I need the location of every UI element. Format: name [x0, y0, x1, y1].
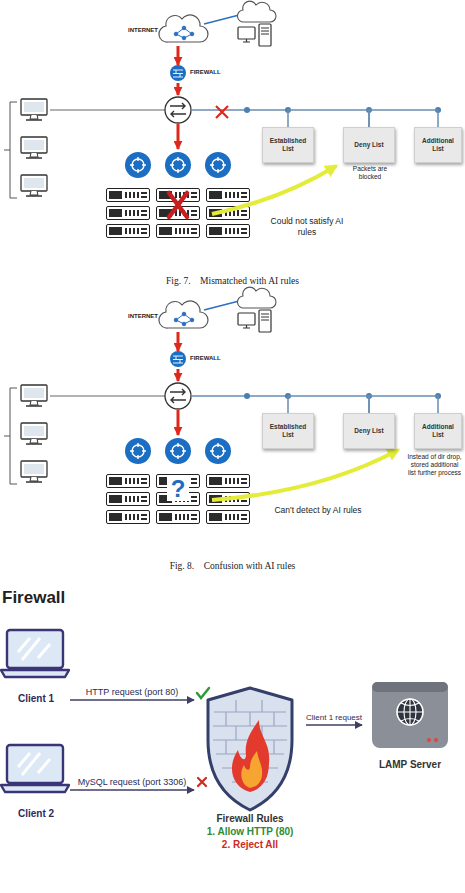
- server-node: LAMP Server: [362, 680, 458, 780]
- server-icon: [372, 682, 448, 692]
- edge-label: Client 1 request: [306, 713, 362, 722]
- list-box: Additional List: [414, 127, 462, 163]
- internet-node: INTERNET: [126, 294, 206, 332]
- node-label: INTERNET: [128, 313, 206, 321]
- figure-title: Firewall: [2, 589, 122, 607]
- server-icon: [372, 682, 448, 748]
- node-label: Deny List: [347, 427, 391, 435]
- server-icon: [404, 699, 416, 725]
- figure-caption: Fig. 7. Mismatched with AI rules: [0, 276, 465, 288]
- node-label: FIREWALL: [190, 69, 232, 77]
- node-label: INTERNET: [128, 27, 206, 35]
- connector: [177, 332, 180, 351]
- figure-caption: Fig. 8. Confusion with AI rules: [0, 561, 465, 573]
- firewall-node: FIREWALL: [170, 351, 232, 368]
- allowed-mark: [197, 688, 209, 698]
- connector: [177, 46, 180, 65]
- client-node: Client 1: [2, 626, 70, 708]
- client-node: Client 2: [2, 741, 70, 823]
- server-icon: [397, 699, 423, 725]
- server-icon: [427, 738, 431, 742]
- figure-8: [4, 287, 441, 523]
- connector: [70, 699, 194, 701]
- node-label: 1. Allow HTTP (80): [194, 825, 306, 838]
- internet-node: INTERNET: [126, 8, 206, 46]
- firewall-shield: [208, 688, 292, 810]
- node-label: Client 2: [2, 807, 70, 820]
- list-box: Established List: [262, 127, 314, 163]
- node-label: Firewall Rules: [194, 812, 306, 825]
- note-text: Instead of dir drop, stored additional l…: [406, 453, 463, 477]
- server-icon: [397, 699, 423, 725]
- node-label: 2. Reject All: [194, 838, 306, 851]
- laptop-icon: [1, 630, 69, 677]
- server-icon: [434, 738, 438, 742]
- note-text: Packets are blocked: [345, 165, 395, 181]
- firewall-shield: [232, 720, 269, 792]
- list-box: Established List: [262, 413, 314, 449]
- rejected-mark: [198, 778, 206, 786]
- connector: [70, 789, 194, 791]
- edge-label: HTTP request (port 80): [86, 687, 178, 697]
- node-label: Additional List: [418, 137, 458, 154]
- note-text: Could not satisfy AI rules: [262, 216, 352, 237]
- note-text: Can't detect by AI rules: [262, 505, 374, 516]
- list-box: Additional List: [414, 413, 462, 449]
- node-label: Deny List: [347, 141, 391, 149]
- highlight-arrow: [212, 450, 398, 500]
- node-label: FIREWALL: [190, 355, 232, 363]
- highlight-arrow: [212, 166, 336, 214]
- laptop-icon: [1, 745, 69, 792]
- node-label: LAMP Server: [362, 758, 458, 771]
- firewall-rules-node: Firewall Rules1. Allow HTTP (80)2. Rejec…: [194, 684, 306, 854]
- list-box: Deny List: [343, 127, 395, 163]
- connector: [369, 110, 438, 127]
- question-mark: ?: [167, 476, 189, 501]
- node-label: Additional List: [418, 423, 458, 440]
- server-icon: [372, 682, 448, 748]
- blocked-mark: [216, 106, 228, 118]
- connector: [369, 396, 438, 413]
- firewall-shield: [208, 688, 292, 810]
- firewall-shield: [241, 751, 262, 788]
- firewall-node: FIREWALL: [170, 65, 232, 82]
- connector: [288, 110, 369, 127]
- figure-7: [4, 1, 441, 237]
- list-box: Deny List: [343, 413, 395, 449]
- connector: [288, 396, 369, 413]
- node-label: Established List: [266, 137, 310, 154]
- blocked-mark: [169, 193, 187, 217]
- edge-label: MySQL request (port 3306): [78, 777, 187, 787]
- connector: [306, 724, 362, 726]
- node-label: Established List: [266, 423, 310, 440]
- node-label: Client 1: [2, 692, 70, 705]
